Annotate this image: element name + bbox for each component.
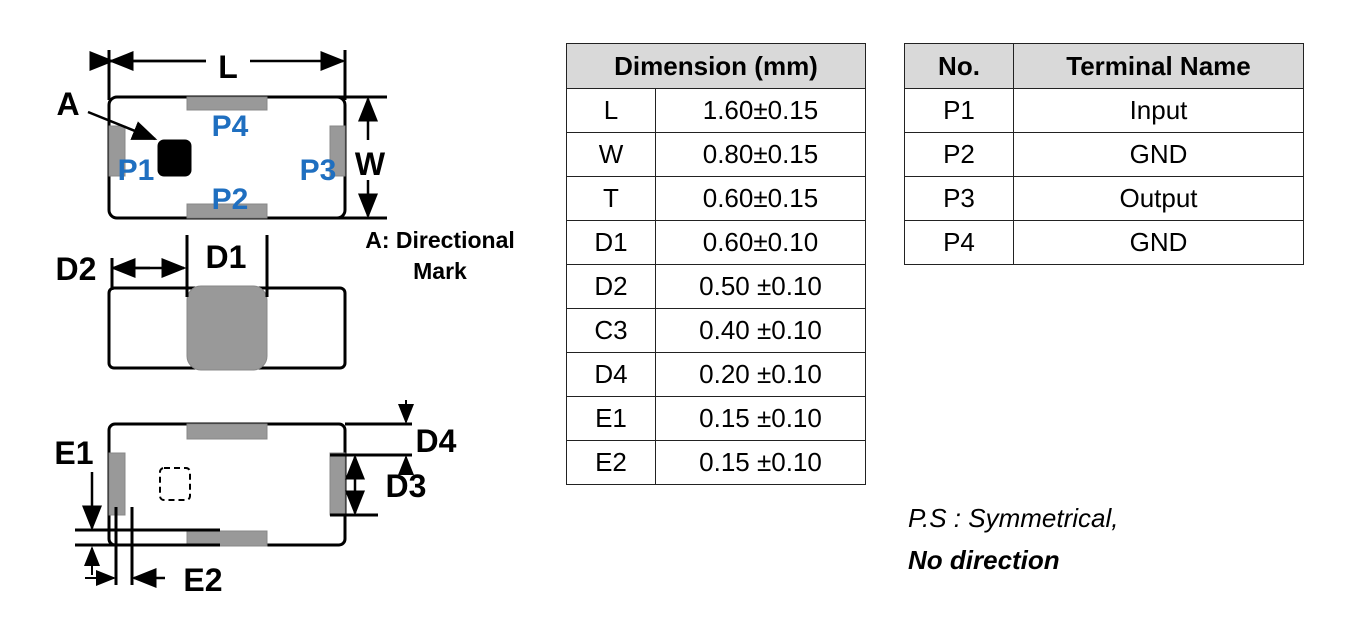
dim-value: 0.40 ±0.10 — [655, 308, 866, 353]
dim-value: 0.50 ±0.10 — [655, 264, 866, 309]
note-no-direction: No direction — [908, 545, 1060, 575]
note-symmetrical: P.S : Symmetrical, — [908, 503, 1119, 533]
pad-p2 — [186, 203, 268, 219]
dim-label-w: W — [355, 146, 386, 182]
terminal-name: Input — [1013, 88, 1304, 133]
dim-name: D2 — [566, 264, 656, 309]
side-view — [107, 235, 347, 371]
pin-label-p1: P1 — [118, 154, 155, 187]
dimension-header: Dimension (mm) — [566, 43, 866, 89]
bottom-view — [75, 400, 414, 588]
dim-label-d2: D2 — [56, 251, 97, 287]
dim-value: 0.15 ±0.10 — [655, 440, 866, 485]
dim-name: C3 — [566, 308, 656, 353]
dim-label-e1: E1 — [54, 435, 93, 471]
dim-label-e2: E2 — [183, 562, 222, 598]
pad-p4 — [186, 96, 268, 111]
dim-value: 0.60±0.15 — [655, 176, 866, 221]
dim-label-l: L — [218, 49, 238, 85]
terminal-name: Output — [1013, 176, 1304, 221]
terminal-name: GND — [1013, 220, 1304, 265]
header-no: No. — [904, 43, 1014, 89]
dim-label-d4: D4 — [416, 423, 457, 459]
dim-value: 0.20 ±0.10 — [655, 352, 866, 397]
dim-name: E1 — [566, 396, 656, 441]
dim-name: D1 — [566, 220, 656, 265]
dim-name: L — [566, 88, 656, 133]
pin-label-p4: P4 — [212, 110, 249, 143]
top-view — [87, 50, 387, 220]
pad-side — [186, 285, 268, 371]
header-terminal-name: Terminal Name — [1013, 43, 1304, 89]
dim-name: T — [566, 176, 656, 221]
directional-mark — [157, 139, 192, 177]
dim-label-d3: D3 — [386, 468, 427, 504]
terminal-no: P4 — [904, 220, 1014, 265]
pin-label-p2: P2 — [212, 183, 249, 216]
dim-name: W — [566, 132, 656, 177]
directional-mark-note: A: Directional — [365, 227, 515, 253]
directional-mark-note-2: Mark — [413, 258, 467, 284]
dim-value: 0.80±0.15 — [655, 132, 866, 177]
directional-mark-hidden — [159, 467, 191, 501]
dim-value: 0.60±0.10 — [655, 220, 866, 265]
pin-label-p3: P3 — [300, 154, 337, 187]
dim-name: D4 — [566, 352, 656, 397]
dim-value: 1.60±0.15 — [655, 88, 866, 133]
mark-label-a: A — [56, 86, 79, 122]
pad-p3 — [329, 125, 346, 177]
terminal-no: P1 — [904, 88, 1014, 133]
terminal-name: GND — [1013, 132, 1304, 177]
dim-label-d1: D1 — [206, 239, 247, 275]
dim-name: E2 — [566, 440, 656, 485]
dim-value: 0.15 ±0.10 — [655, 396, 866, 441]
terminal-no: P2 — [904, 132, 1014, 177]
pad-p1 — [108, 125, 126, 177]
terminal-no: P3 — [904, 176, 1014, 221]
